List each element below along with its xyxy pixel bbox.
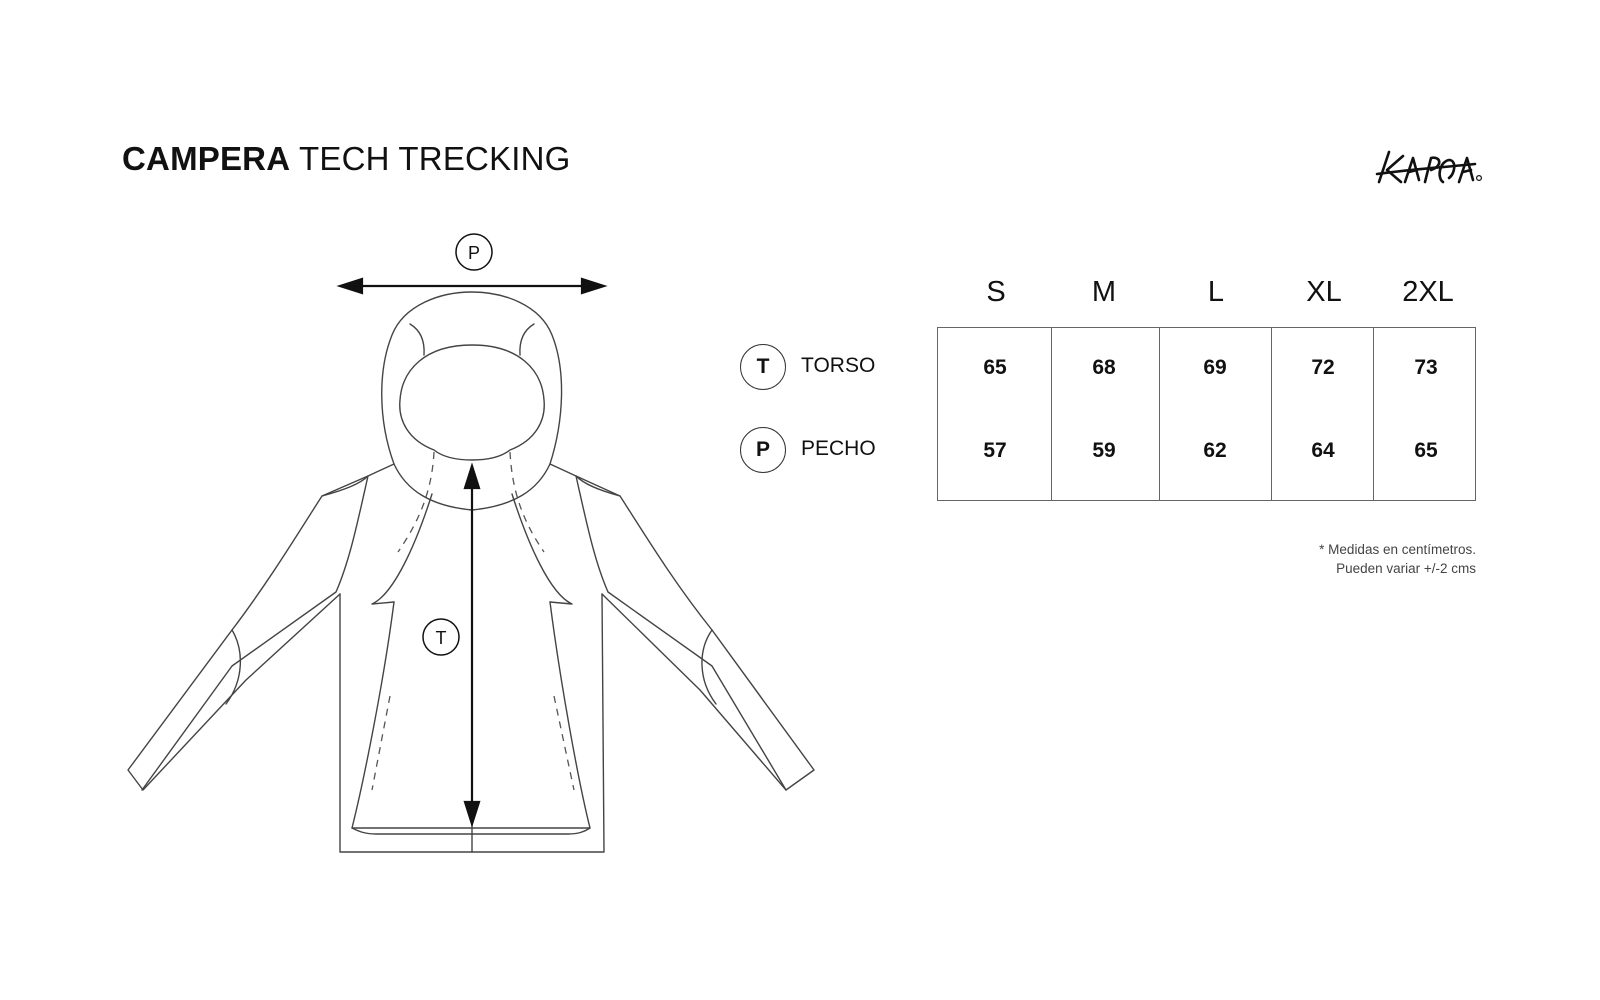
hood-seam-left — [397, 451, 435, 553]
measurement-note: * Medidas en centímetros. Pueden variar … — [1319, 540, 1476, 578]
torso-row-marker: T — [740, 344, 786, 390]
cell-torso-m: 68 — [1092, 356, 1116, 379]
torso-arrow — [463, 462, 481, 828]
cell-torso-s: 65 — [983, 356, 1007, 379]
pecho-label: PECHO — [801, 437, 876, 460]
size-header-xl: XL — [1306, 276, 1342, 308]
title-regular: TECH TRECKING — [299, 140, 571, 177]
pocket-left — [371, 695, 391, 791]
row-label-torso: T TORSO — [740, 344, 970, 392]
size-header-l: L — [1207, 276, 1225, 308]
cell-pecho-xl: 64 — [1311, 439, 1335, 462]
hood-outline — [381, 291, 563, 465]
size-header-s: S — [986, 276, 1006, 308]
chest-marker: P — [468, 243, 480, 263]
page-title: CAMPERA TECH TRECKING — [122, 140, 571, 178]
row-label-pecho: P PECHO — [740, 427, 970, 475]
size-table: 65 68 69 72 73 57 59 62 64 65 — [937, 327, 1476, 501]
cell-pecho-s: 57 — [983, 439, 1007, 462]
note-line-2: Pueden variar +/-2 cms — [1336, 561, 1476, 576]
pecho-row-marker: P — [740, 427, 786, 473]
torso-label: TORSO — [801, 354, 876, 377]
cell-torso-l: 69 — [1203, 356, 1227, 379]
brand-logo — [1375, 150, 1482, 184]
hood-opening — [399, 344, 545, 461]
cell-torso-xl: 72 — [1311, 356, 1335, 379]
chest-arrow — [336, 277, 608, 295]
note-line-1: * Medidas en centímetros. — [1319, 542, 1476, 557]
hood-seam-right — [509, 451, 545, 553]
jacket-diagram: P T — [127, 233, 815, 853]
pocket-right — [553, 695, 575, 791]
title-bold: CAMPERA — [122, 140, 291, 177]
cell-pecho-l: 62 — [1203, 439, 1227, 462]
cell-torso-2xl: 73 — [1414, 356, 1438, 379]
size-header-2xl: 2XL — [1402, 276, 1454, 308]
cell-pecho-2xl: 65 — [1414, 439, 1438, 462]
size-header-m: M — [1091, 276, 1117, 308]
torso-marker: T — [436, 628, 447, 648]
cell-pecho-m: 59 — [1092, 439, 1116, 462]
